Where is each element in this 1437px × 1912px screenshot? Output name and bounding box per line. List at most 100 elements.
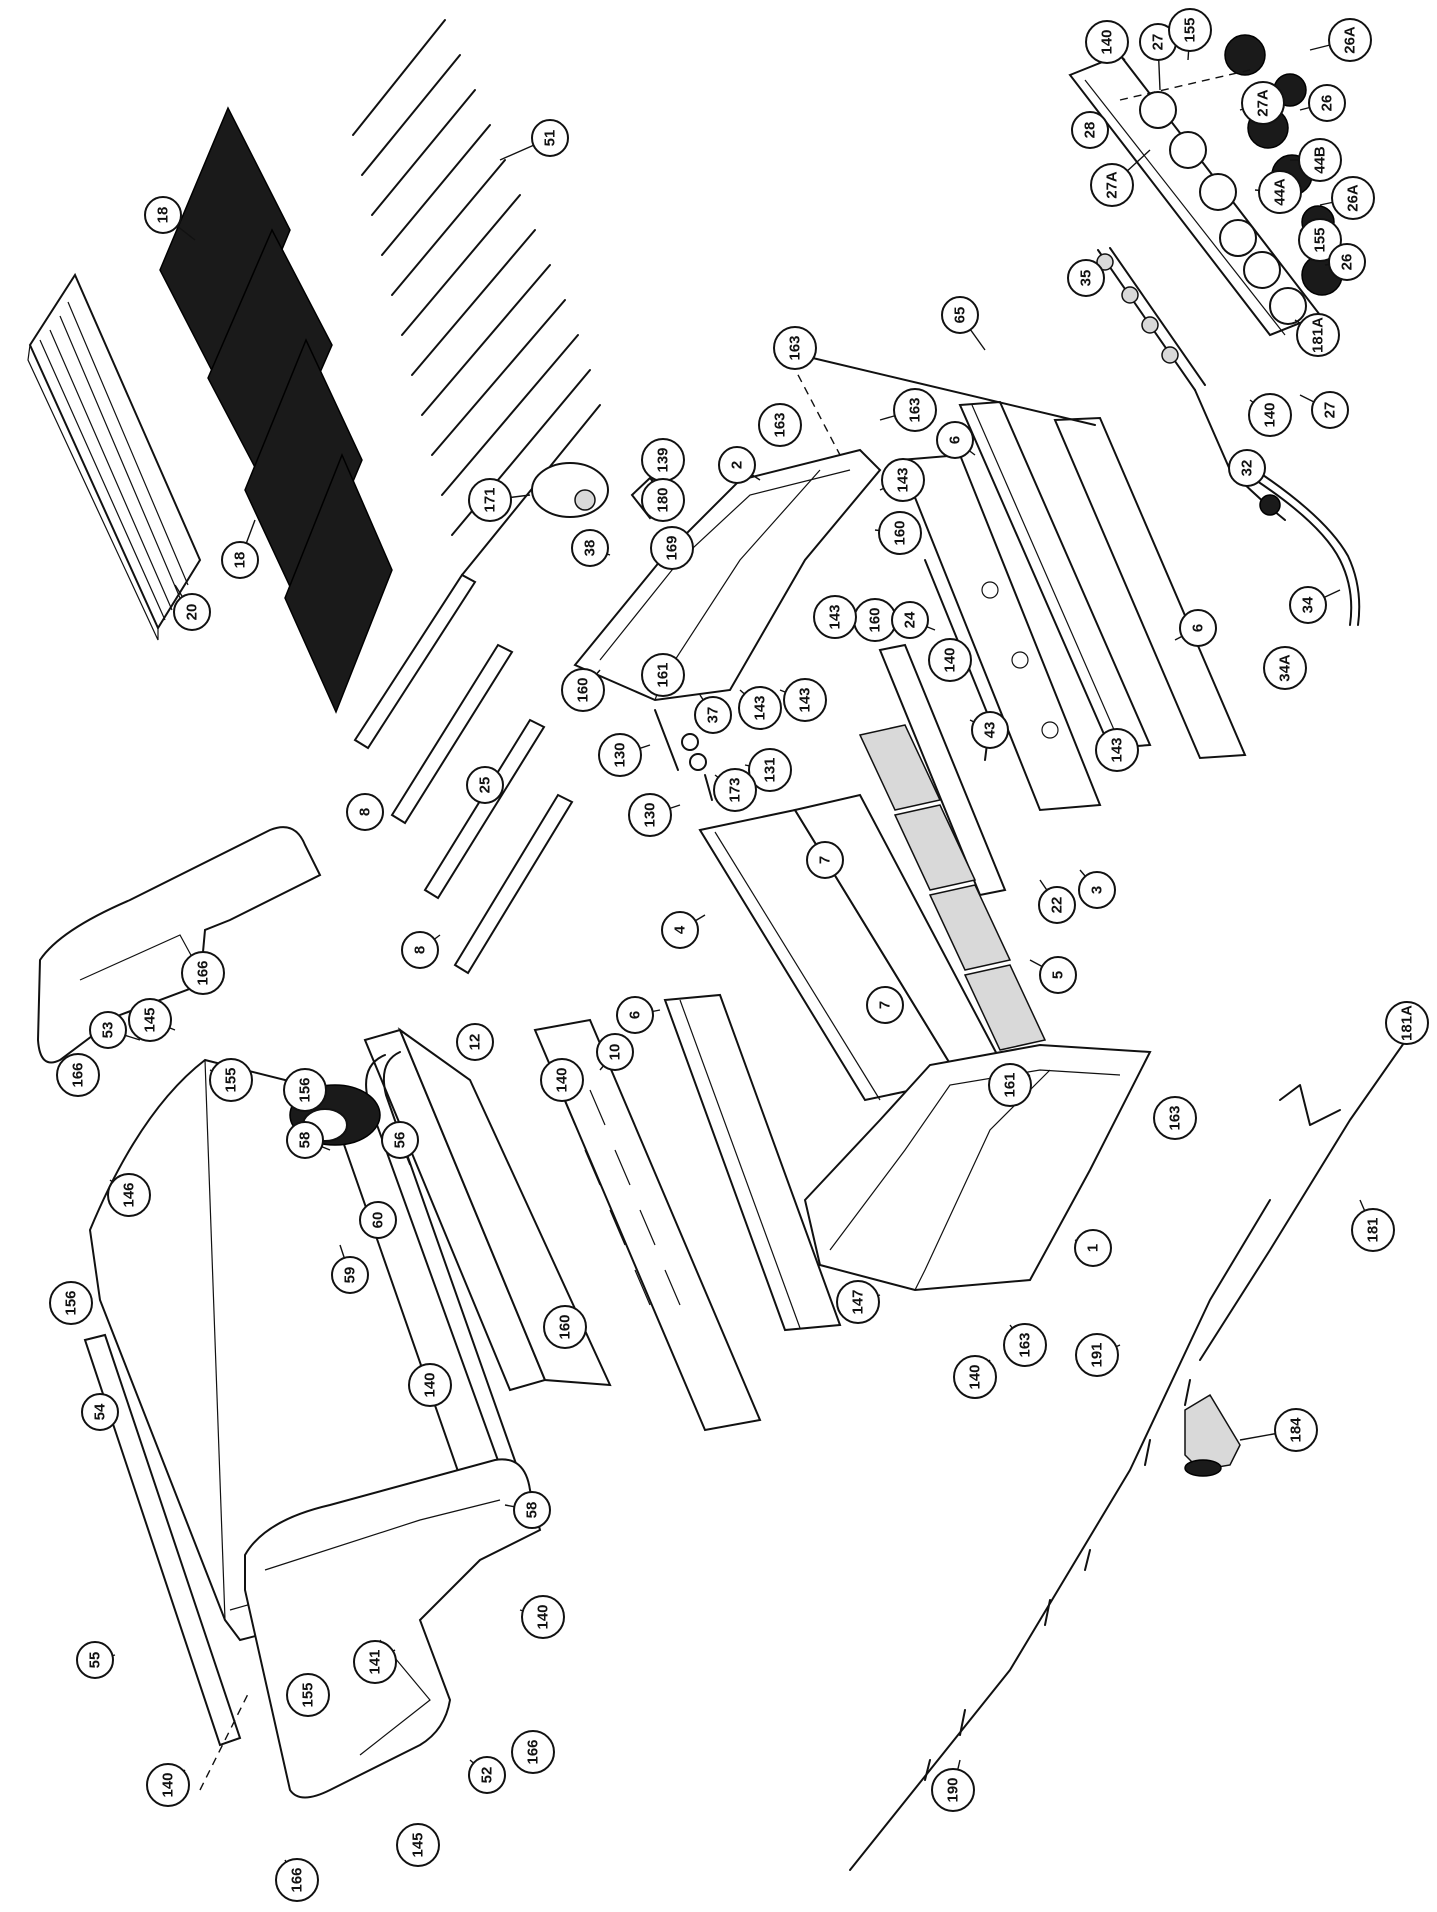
callout-label: 163: [772, 412, 789, 437]
callout-circle: [408, 1363, 452, 1407]
callout-44B: 44B: [1290, 138, 1342, 182]
callout-label: 54: [92, 1403, 109, 1420]
callout-circle: [1168, 8, 1212, 52]
callout-160: 160: [561, 668, 605, 712]
callout-143: 143: [1095, 728, 1139, 772]
callout-label: 26A: [1345, 184, 1362, 212]
callout-12: 12: [456, 1023, 494, 1061]
callout-130: 130: [598, 733, 651, 777]
callout-label: 160: [892, 520, 909, 545]
callout-circle: [641, 478, 685, 522]
callout-22: 22: [1038, 879, 1076, 924]
callout-circle: [468, 1756, 506, 1794]
callout-circle: [1298, 218, 1342, 262]
callout-2: 2: [718, 446, 761, 484]
callout-166: 166: [181, 951, 225, 995]
callout-163: 163: [773, 326, 817, 370]
callout-3: 3: [1078, 869, 1116, 909]
callout-155: 155: [1298, 218, 1342, 262]
callout-circle: [1311, 391, 1349, 429]
callout-43: 43: [969, 711, 1009, 749]
callout-140: 140: [408, 1363, 452, 1407]
callout-circle: [531, 119, 569, 157]
callout-circle: [1071, 111, 1109, 149]
callout-circle: [661, 911, 699, 949]
callout-circle: [359, 1201, 397, 1239]
callout-8: 8: [401, 931, 441, 969]
callout-circle: [1296, 313, 1340, 357]
callout-label: 163: [787, 335, 804, 360]
callout-label: 180: [655, 487, 672, 512]
callout-label: 58: [297, 1132, 314, 1149]
callout-circle: [1090, 163, 1134, 207]
part-burner-tubes: [353, 573, 574, 975]
callout-140: 140: [1248, 393, 1292, 437]
callout-26A: 26A: [1319, 176, 1375, 220]
callout-circle: [1274, 1408, 1318, 1452]
callout-label: 140: [967, 1364, 984, 1389]
callout-label: 34: [1300, 596, 1317, 613]
callout-label: 140: [1262, 402, 1279, 427]
callout-circle: [1263, 646, 1307, 690]
callout-circle: [511, 1730, 555, 1774]
callout-circle: [456, 1023, 494, 1061]
callout-circle: [806, 841, 844, 879]
callout-label: 184: [1288, 1417, 1305, 1443]
callout-label: 59: [342, 1267, 359, 1284]
callout-circle: [128, 998, 172, 1042]
callout-circle: [1248, 393, 1292, 437]
callout-label: 163: [907, 397, 924, 422]
callout-label: 143: [1109, 737, 1126, 762]
callout-label: 143: [895, 467, 912, 492]
part-drip-trays: [858, 724, 1047, 1051]
callout-label: 3: [1089, 886, 1106, 894]
callout-44A: 44A: [1254, 170, 1302, 214]
callout-163: 163: [758, 403, 802, 447]
callout-59: 59: [331, 1244, 369, 1294]
callout-label: 44A: [1272, 178, 1289, 206]
callout-143: 143: [879, 458, 925, 502]
callout-label: 4: [672, 925, 689, 934]
callout-circle: [1351, 1208, 1395, 1252]
callout-circle: [881, 458, 925, 502]
callout-58: 58: [286, 1121, 331, 1159]
callout-label: 26: [1319, 95, 1336, 112]
callout-circle: [953, 1355, 997, 1399]
callout-34A: 34A: [1263, 646, 1307, 690]
callout-1: 1: [1074, 1229, 1112, 1267]
callout-label: 166: [289, 1867, 306, 1892]
callout-6: 6: [1174, 609, 1217, 647]
callout-circle: [107, 1173, 151, 1217]
callout-26: 26: [1299, 84, 1346, 122]
callout-155: 155: [286, 1673, 330, 1717]
callout-label: 169: [664, 535, 681, 560]
callout-label: 32: [1239, 460, 1256, 477]
callout-circle: [76, 1641, 114, 1679]
callout-circle: [401, 931, 439, 969]
callout-label: 24: [902, 611, 919, 628]
callout-184: 184: [1239, 1408, 1318, 1452]
callout-140: 140: [928, 638, 972, 682]
callout-circle: [513, 1491, 551, 1529]
part-lid-strip: [83, 1333, 242, 1747]
callout-label: 65: [952, 307, 969, 324]
callout-circle: [936, 421, 974, 459]
callout-7: 7: [866, 986, 904, 1024]
callout-161: 161: [641, 653, 685, 697]
callout-169: 169: [650, 526, 694, 570]
callout-circle: [1003, 1323, 1047, 1367]
callout-circle: [1308, 84, 1346, 122]
callout-label: 140: [535, 1604, 552, 1629]
callout-label: 166: [525, 1739, 542, 1764]
callout-circle: [891, 601, 929, 639]
callout-label: 166: [195, 960, 212, 985]
callout-circle: [748, 748, 792, 792]
callout-circle: [773, 326, 817, 370]
callout-circle: [1074, 1229, 1112, 1267]
callout-156: 156: [283, 1068, 327, 1112]
callout-140: 140: [146, 1763, 190, 1807]
callout-circle: [561, 668, 605, 712]
part-right-frame: [573, 448, 882, 702]
callout-label: 143: [752, 695, 769, 720]
callout-163: 163: [1153, 1096, 1197, 1140]
